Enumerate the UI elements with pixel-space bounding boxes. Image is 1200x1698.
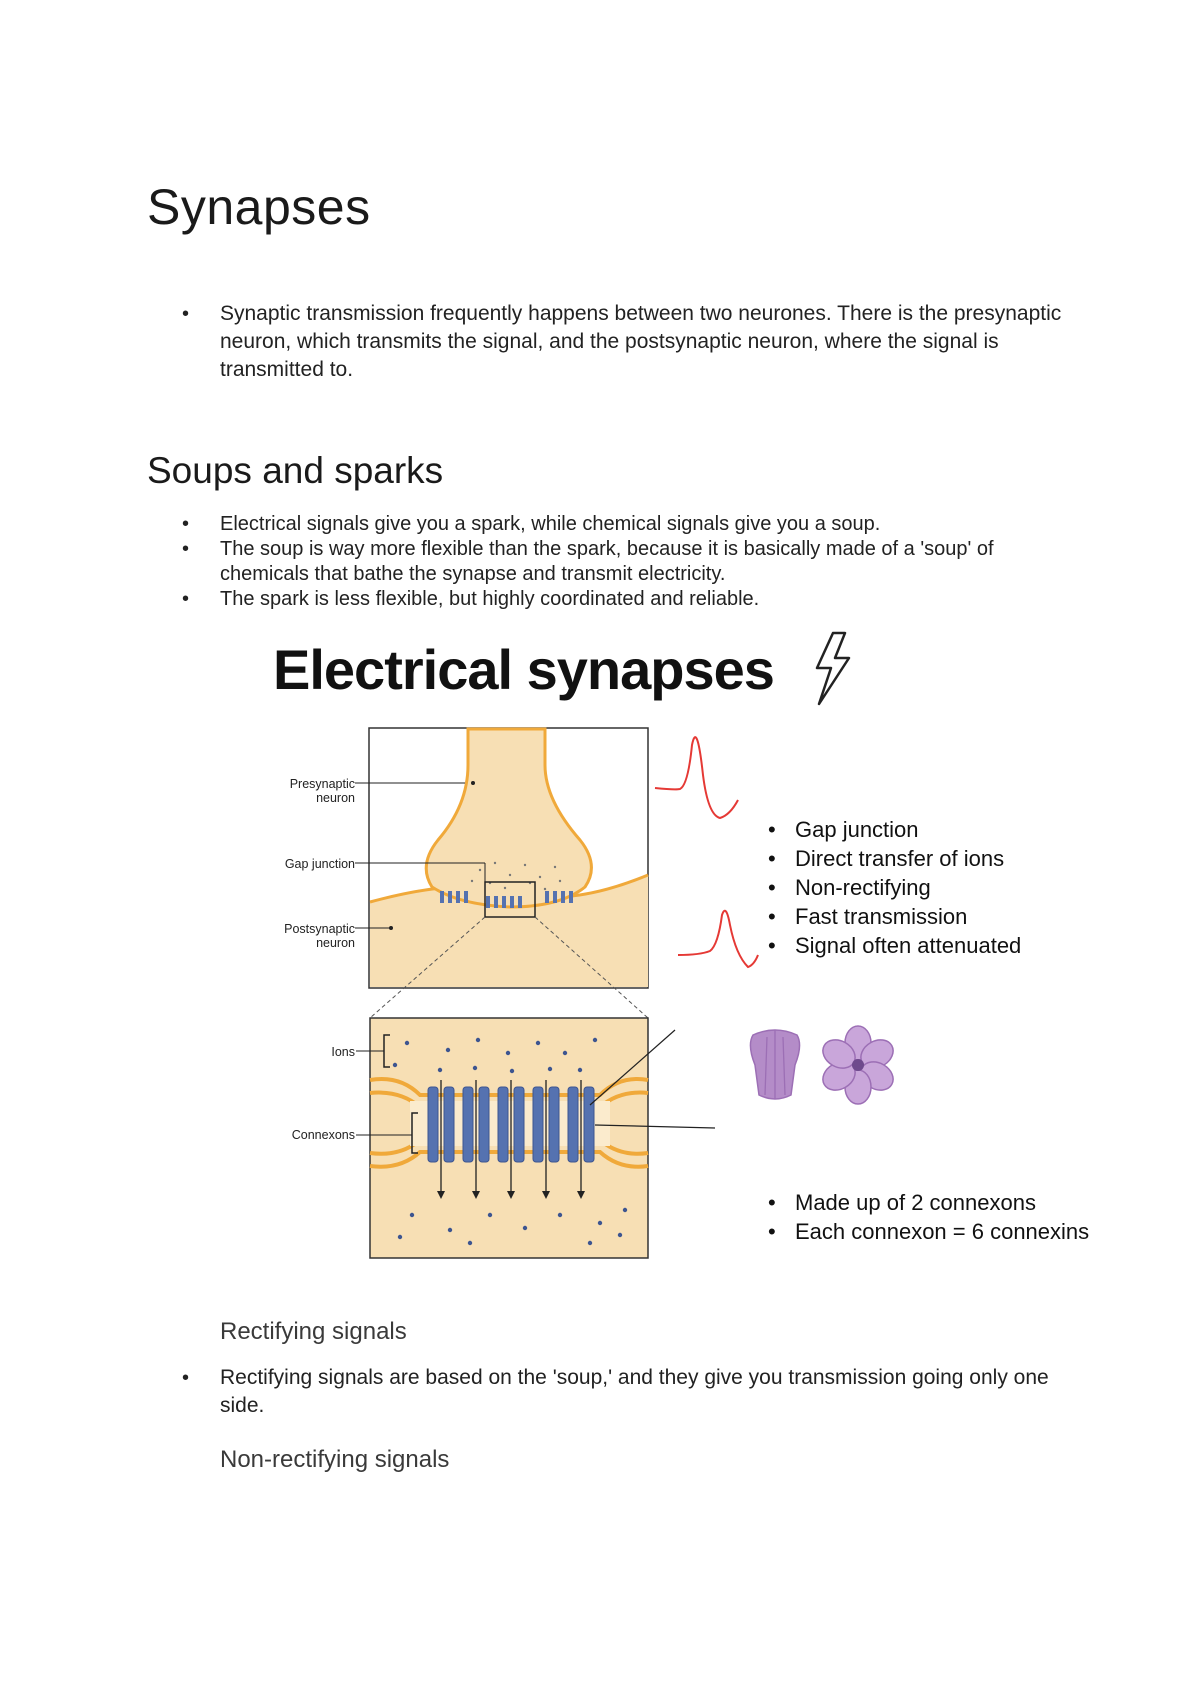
list-item: Electrical signals give you a spark, whi… <box>180 512 1080 537</box>
structure-list: Made up of 2 connexons Each connexon = 6… <box>765 1188 1089 1246</box>
list-item: Rectifying signals are based on the 'sou… <box>180 1364 1080 1420</box>
connexon-panel <box>356 1017 649 1259</box>
soups-list: Electrical signals give you a spark, whi… <box>180 512 1080 612</box>
feature-list: Gap junction Direct transfer of ions Non… <box>765 815 1021 960</box>
figure-title: Electrical synapses <box>273 638 775 701</box>
figure-illustration <box>355 631 894 1259</box>
label-presynaptic: Presynaptic neuron <box>289 777 355 805</box>
label-gap-junction: Gap junction <box>284 857 355 871</box>
list-item: Fast transmission <box>765 902 1021 931</box>
label-postsynaptic: Postsynaptic neuron <box>284 922 355 950</box>
lightning-icon <box>815 631 851 706</box>
intro-list: Synaptic transmission frequently happens… <box>180 300 1080 384</box>
list-item: The spark is less flexible, but highly c… <box>180 587 1080 612</box>
list-item: Signal often attenuated <box>765 931 1021 960</box>
section-heading-rectifying: Rectifying signals <box>220 1318 407 1345</box>
page-title: Synapses <box>147 179 371 235</box>
electrical-synapses-figure: Electrical synapses <box>260 625 1160 1265</box>
label-connexons: Connexons <box>291 1128 355 1142</box>
list-item: Non-rectifying <box>765 873 1021 902</box>
section-heading-nonrectifying: Non-rectifying signals <box>220 1446 450 1473</box>
connexon-side-icon <box>749 1029 801 1100</box>
list-item: Each connexon = 6 connexins <box>765 1217 1089 1246</box>
presynaptic-signal-trace <box>654 736 739 820</box>
label-ions: Ions <box>331 1045 355 1059</box>
list-item: Direct transfer of ions <box>765 844 1021 873</box>
list-item: Gap junction <box>765 815 1021 844</box>
neuron-panel <box>355 727 649 989</box>
list-item: Synaptic transmission frequently happens… <box>180 300 1080 384</box>
section-heading-soups: Soups and sparks <box>147 450 444 491</box>
list-item: Made up of 2 connexons <box>765 1188 1089 1217</box>
connexon-top-icon <box>822 1025 894 1105</box>
postsynaptic-signal-trace <box>677 909 759 969</box>
rectifying-list: Rectifying signals are based on the 'sou… <box>180 1364 1080 1420</box>
list-item: The soup is way more flexible than the s… <box>180 537 1080 587</box>
